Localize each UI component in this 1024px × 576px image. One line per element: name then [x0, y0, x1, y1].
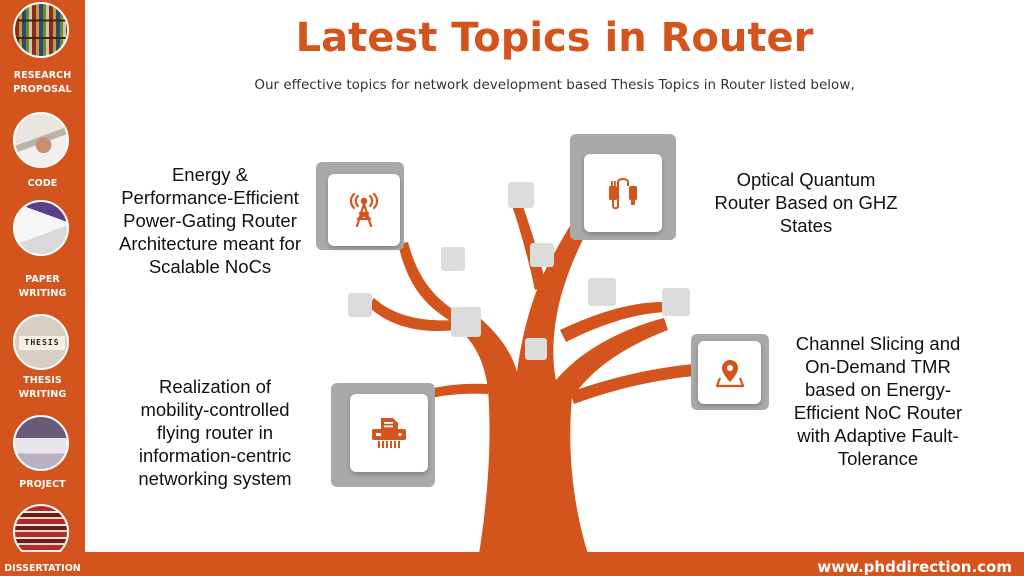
topic-line: based on Energy- — [804, 379, 952, 400]
topic-text-optical-quantum: Optical Quantum Router Based on GHZ Stat… — [696, 168, 916, 237]
topic-line: with Adaptive Fault- — [797, 425, 959, 446]
fax-machine-icon — [372, 418, 406, 448]
leaf-square — [441, 247, 465, 271]
topic-icon-box-channel-slicing — [691, 334, 769, 410]
topic-line: Channel Slicing and — [795, 333, 961, 354]
sidebar: RESEARCH PROPOSAL CODE PAPER WRITING THE… — [0, 0, 85, 576]
topic-line: States — [779, 215, 833, 236]
sidebar-item-project[interactable]: PROJECT — [0, 478, 85, 492]
topic-line: On-Demand TMR — [805, 356, 951, 377]
paper-writing-thumbnail[interactable] — [13, 200, 69, 256]
topic-text-flying-router: Realization of mobility-controlled flyin… — [112, 375, 318, 490]
topic-icon-box-flying-router — [331, 383, 435, 487]
dissertation-thumbnail[interactable] — [13, 504, 69, 560]
topic-line: Optical Quantum — [736, 169, 876, 190]
topic-line: Efficient NoC Router — [793, 402, 963, 423]
sidebar-item-label: PAPER — [25, 274, 60, 285]
sidebar-item-label: PROJECT — [19, 479, 66, 490]
sidebar-item-label: RESEARCH — [13, 70, 72, 81]
sidebar-item-label: PROPOSAL — [13, 84, 72, 95]
leaf-square — [530, 243, 554, 267]
sidebar-item-code[interactable]: CODE — [0, 177, 85, 191]
topic-line: Performance-Efficient — [121, 187, 299, 208]
topic-line: Power-Gating Router — [123, 210, 297, 231]
thesis-thumb-text: THESIS — [19, 336, 65, 350]
topic-text-power-gating: Energy & Performance-Efficient Power-Gat… — [102, 163, 318, 278]
tree-branch-left-lower — [375, 383, 488, 420]
tree-branch-upper — [510, 198, 546, 290]
icon-box-front — [584, 154, 662, 232]
tree-branch-right-mid — [560, 301, 672, 342]
topic-line: Architecture meant for — [119, 233, 301, 254]
antenna-tower-icon — [349, 193, 379, 227]
tree-trunk — [452, 196, 668, 560]
leaf-square — [348, 293, 372, 317]
topic-line: networking system — [138, 468, 292, 489]
topic-line: Energy & — [171, 164, 249, 185]
topic-line: Tolerance — [837, 448, 919, 469]
sidebar-item-label: THESIS — [23, 375, 62, 386]
sidebar-item-dissertation[interactable]: DISSERTATION — [0, 562, 85, 576]
leaf-square — [662, 288, 690, 316]
icon-box-front — [328, 174, 400, 246]
sidebar-item-thesis-writing[interactable]: THESIS WRITING — [0, 374, 85, 402]
leaf-square — [508, 182, 534, 208]
project-thumbnail[interactable] — [13, 415, 69, 471]
sidebar-item-label: DISSERTATION — [4, 563, 81, 574]
sidebar-item-research-proposal[interactable]: RESEARCH PROPOSAL — [0, 69, 85, 97]
topic-line: information-centric — [138, 445, 292, 466]
sidebar-item-label: CODE — [27, 178, 58, 189]
sidebar-item-label: WRITING — [18, 389, 67, 400]
footer-bar: www.phddirection.com — [0, 552, 1024, 576]
thesis-writing-thumbnail[interactable]: THESIS — [13, 314, 69, 370]
topic-line: Router Based on GHZ — [714, 192, 898, 213]
research-proposal-thumbnail[interactable] — [13, 2, 69, 58]
leaf-square — [451, 307, 481, 337]
topic-line: flying router in — [156, 422, 274, 443]
tree-branch-right-lower — [570, 364, 694, 404]
sidebar-item-paper-writing[interactable]: PAPER WRITING — [0, 273, 85, 301]
tree-branch-left-mid — [368, 298, 456, 331]
code-thumbnail[interactable] — [13, 112, 69, 168]
topic-text-channel-slicing: Channel Slicing and On-Demand TMR based … — [776, 332, 980, 470]
topic-line: Realization of — [158, 376, 272, 397]
footer-website-link[interactable]: www.phddirection.com — [817, 558, 1012, 576]
topic-icon-box-power-gating — [316, 162, 404, 250]
page-title: Latest Topics in Router — [295, 15, 814, 61]
topic-icon-box-optical-quantum — [570, 134, 676, 240]
usb-cable-icon — [609, 178, 637, 210]
sidebar-item-label: WRITING — [18, 288, 67, 299]
topic-line: Scalable NoCs — [148, 256, 272, 277]
topic-line: mobility-controlled — [140, 399, 290, 420]
leaf-square — [525, 338, 547, 360]
page-subtitle: Our effective topics for network develop… — [254, 77, 855, 93]
icon-box-front — [350, 394, 428, 472]
map-pin-icon — [715, 359, 744, 387]
leaf-square — [588, 278, 616, 306]
icon-box-front — [698, 341, 761, 404]
